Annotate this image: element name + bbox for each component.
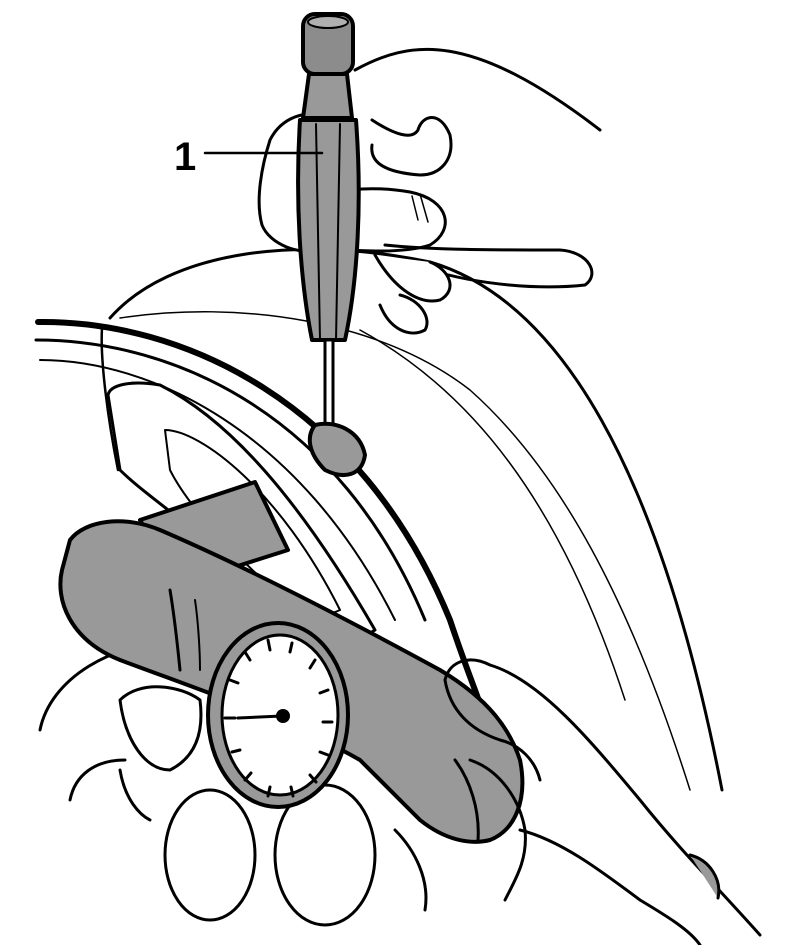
gauge-pivot — [276, 709, 290, 723]
valve-tool — [296, 12, 367, 477]
lower-hand — [393, 658, 762, 945]
callout-label-part-1: 1 — [174, 135, 196, 179]
tire-outline — [100, 247, 724, 792]
tire-sidewall-lines — [119, 311, 691, 791]
gauge-dial — [206, 621, 350, 809]
wheel-rim — [34, 318, 488, 723]
gauge-needle — [236, 714, 284, 720]
